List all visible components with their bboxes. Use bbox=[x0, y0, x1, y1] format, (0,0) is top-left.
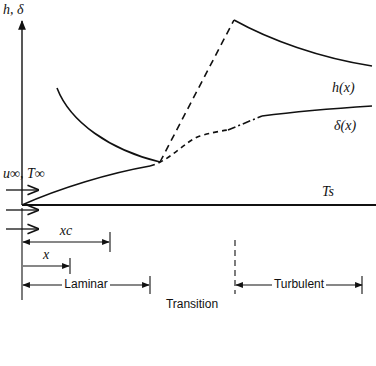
surface-temperature-label: Ts bbox=[322, 184, 334, 199]
axis-label: h, δ bbox=[3, 2, 24, 17]
curve-label: δ(x) bbox=[334, 118, 356, 133]
regime-label: Transition bbox=[166, 298, 218, 311]
boundary-layer-thickness-curve bbox=[22, 106, 372, 205]
heat-transfer-coefficient-curve bbox=[57, 20, 372, 162]
dimension-label: x bbox=[41, 247, 51, 262]
plate-surface bbox=[22, 204, 376, 206]
curve-label: h(x) bbox=[332, 80, 355, 95]
free-stream-label: u∞, T∞ bbox=[3, 166, 45, 181]
regime-label: Turbulent bbox=[272, 278, 326, 291]
dimension-label: xc bbox=[58, 223, 74, 238]
dimension-lines bbox=[22, 208, 362, 300]
regime-label: Laminar bbox=[62, 278, 109, 291]
